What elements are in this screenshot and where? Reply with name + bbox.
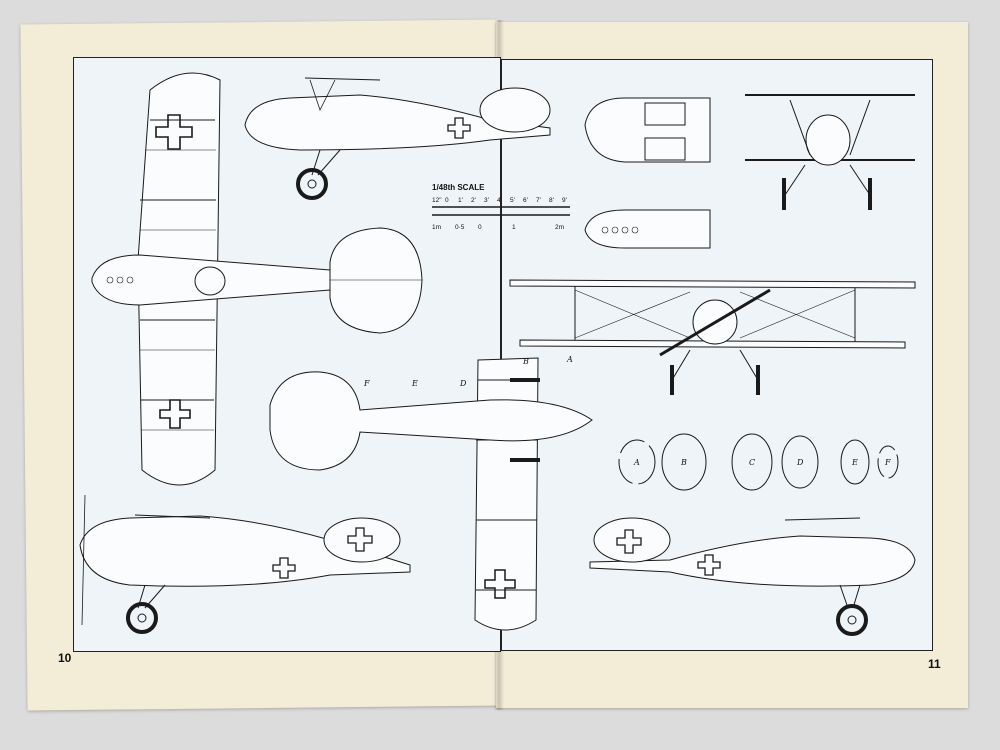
scale-feet-tick: 6' [523,197,528,204]
scale-feet-tick: 2' [471,197,476,204]
section-marker: B [522,357,529,366]
front-view-upper [745,94,915,210]
cross-section-labels: A B C D E F [633,458,891,467]
section-marker: F [363,379,370,388]
plan-view-top [91,72,423,486]
side-view-upper [244,77,551,200]
scale-feet-tick: 3' [484,197,489,204]
cross-section-label: B [680,458,687,467]
scale-feet-ticks: 12"0 1' 2' 3' 4' 5' 6' 7' 8' 9' [432,197,567,204]
left-page-number: 10 [58,651,72,665]
cross-section-label: D [796,458,804,467]
side-view-lower-left [79,494,411,634]
scale-metre-tick: 1 [512,224,516,231]
front-view-lower [509,279,916,395]
section-marker: A [566,355,573,364]
scale-metre-tick: 0·5 [455,224,465,231]
scale-metre-tick: 0 [478,224,482,231]
side-view-lower-right [589,517,916,636]
scale-title: 1/48th SCALE [432,183,485,192]
cross-section-shapes [618,433,899,491]
scale-feet-tick: 1' [458,197,463,204]
scale-feet-tick: 8' [549,197,554,204]
section-marker: E [411,379,418,388]
scale-feet-tick: 5' [510,197,515,204]
scale-metre-tick: 2m [555,224,564,231]
nose-details [584,97,711,249]
cross-section-label: E [851,458,858,467]
cross-section-label: A [633,458,640,467]
scale-feet-tick: 0 [445,197,449,204]
scale-feet-tick: 7' [536,197,541,204]
scale-metre-tick: 1m [432,224,441,231]
right-page-number: 11 [928,657,941,671]
section-marker: D [459,379,467,388]
scale-feet-tick: 4' [497,197,502,204]
cross-section-label: C [749,458,755,467]
section-markers: F E D B A [363,355,573,388]
scale-feet-tick: 12" [432,197,442,204]
scale-metre-ticks: 1m 0·5 0 1 2m [432,224,564,231]
plan-view-underside [269,357,593,631]
cross-section-label: F [884,458,891,467]
scale-feet-tick: 9' [562,197,567,204]
